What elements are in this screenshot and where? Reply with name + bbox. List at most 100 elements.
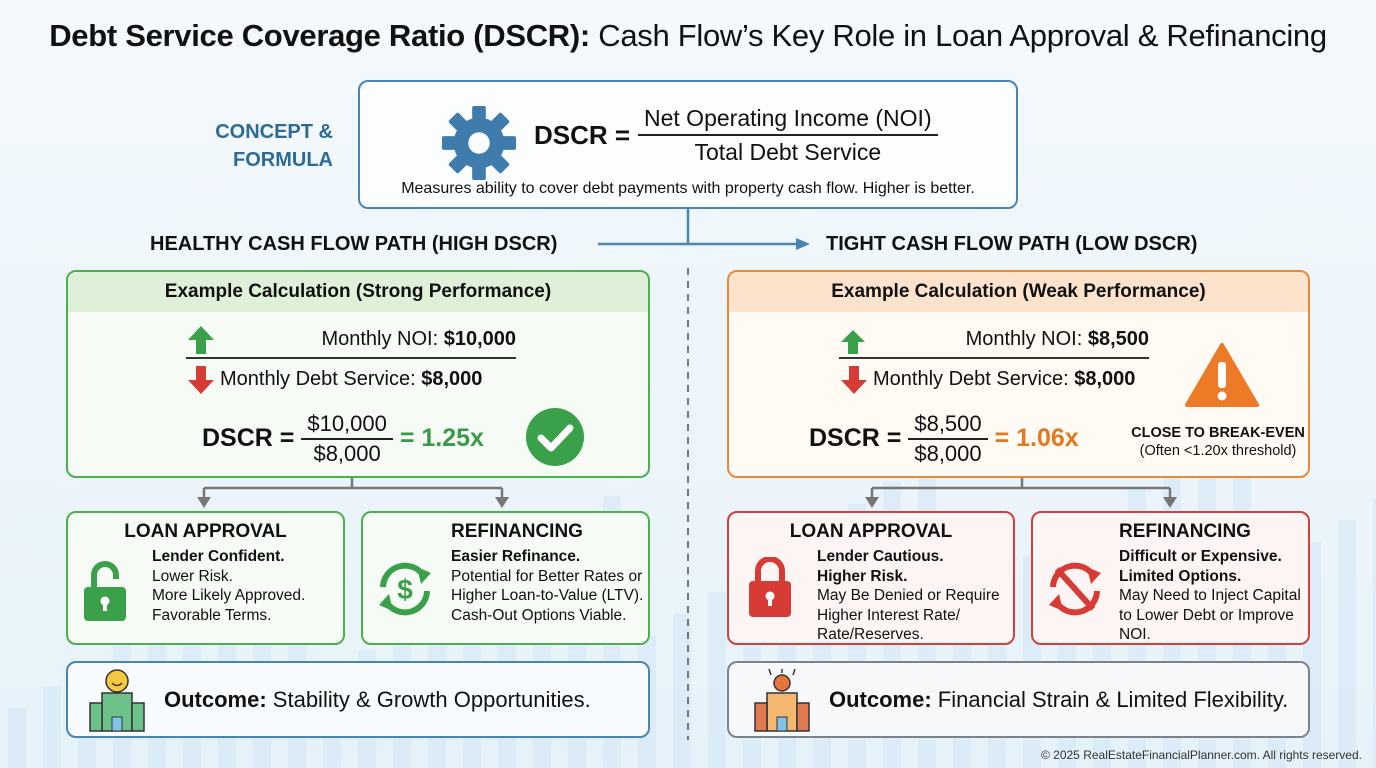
formula-lhs: DSCR = xyxy=(534,120,631,150)
break-even-note: CLOSE TO BREAK-EVEN (Often <1.20x thresho… xyxy=(1125,424,1311,460)
warning-title: CLOSE TO BREAK-EVEN xyxy=(1131,425,1305,441)
line: Favorable Terms. xyxy=(152,606,272,624)
noi-label: Monthly NOI: xyxy=(965,328,1088,350)
noi-label: Monthly NOI: xyxy=(321,328,444,350)
checkmark-icon xyxy=(526,408,584,466)
line: Potential for Better Rates or xyxy=(451,567,643,585)
dscr-fraction: $10,000$8,000 xyxy=(301,410,393,468)
debt-value: $8,000 xyxy=(1074,368,1136,390)
tight-noi: Monthly NOI: $8,500 xyxy=(839,328,1149,359)
stressed-building-icon xyxy=(754,669,810,732)
healthy-noi: Monthly NOI: $10,000 xyxy=(186,328,516,359)
background-bar xyxy=(1373,498,1376,768)
line: More Likely Approved. xyxy=(152,587,306,604)
warning-icon xyxy=(1185,343,1259,407)
line: Rate/Reserves. xyxy=(817,626,924,643)
arrow-down-icon xyxy=(841,366,867,394)
formula-box: DSCR = Net Operating Income (NOI) Total … xyxy=(358,80,1018,209)
background-bar xyxy=(673,614,691,768)
line: to Lower Debt or Improve xyxy=(1119,606,1294,624)
concept-label-2: FORMULA xyxy=(233,149,333,171)
svg-text:$: $ xyxy=(397,574,413,605)
box-text: Easier Refinance. Potential for Better Ra… xyxy=(451,547,643,625)
healthy-outcome-box: Outcome: Stability & Growth Opportunitie… xyxy=(66,661,650,738)
healthy-loan-approval-box: LOAN APPROVAL Lender Confident. Lower Ris… xyxy=(66,511,345,645)
formula-fraction: Net Operating Income (NOI) Total Debt Se… xyxy=(638,102,938,168)
tight-calc-header: Example Calculation (Weak Performance) xyxy=(729,272,1308,312)
box-title: LOAN APPROVAL xyxy=(124,521,287,542)
line: Difficult or Expensive. xyxy=(1119,548,1282,565)
formula-description: Measures ability to cover debt payments … xyxy=(401,180,975,197)
line: May Be Denied or Require xyxy=(817,587,1000,604)
tight-path-label: TIGHT CASH FLOW PATH (LOW DSCR) xyxy=(826,233,1198,255)
background-bar xyxy=(1338,520,1356,768)
healthy-calc-header: Example Calculation (Strong Performance) xyxy=(68,272,648,312)
healthy-calculation-box: Example Calculation (Strong Performance)… xyxy=(66,270,650,478)
background-bar xyxy=(43,686,61,768)
line: Limited Options. xyxy=(1119,567,1242,585)
healthy-outcome-text: Outcome: Stability & Growth Opportunitie… xyxy=(164,687,591,713)
line: Higher Loan-to-Value (LTV). xyxy=(451,587,644,604)
line: Higher Risk. xyxy=(817,567,908,585)
title-rest: Cash Flow’s Key Role in Loan Approval & … xyxy=(589,18,1327,53)
healthy-dscr-calc: DSCR = $10,000$8,000 = 1.25x xyxy=(202,408,484,468)
tight-dscr-calc: DSCR = $8,500$8,000 = 1.06x xyxy=(809,408,1079,468)
arrow-up-icon xyxy=(188,326,214,354)
noi-value: $10,000 xyxy=(443,328,516,350)
refinance-cycle-dollar-icon: $ xyxy=(379,562,431,616)
line: Cash-Out Options Viable. xyxy=(451,606,627,624)
debt-value: $8,000 xyxy=(421,368,483,390)
warning-sub: (Often <1.20x threshold) xyxy=(1139,443,1297,459)
title-bold: Debt Service Coverage Ratio (DSCR): xyxy=(49,18,590,53)
tight-calculation-box: Example Calculation (Weak Performance) M… xyxy=(727,270,1310,478)
blocked-refinance-icon xyxy=(1049,562,1101,616)
concept-label-1: CONCEPT & xyxy=(215,121,333,143)
dscr-num: $10,000 xyxy=(301,410,393,441)
unlocked-padlock-icon xyxy=(84,561,126,621)
background-bar xyxy=(8,708,26,768)
dscr-result: = 1.06x xyxy=(994,424,1079,452)
noi-value: $8,500 xyxy=(1087,328,1149,350)
page-title: Debt Service Coverage Ratio (DSCR): Cash… xyxy=(0,18,1376,54)
debt-label: Monthly Debt Service: xyxy=(873,368,1075,390)
box-text: Difficult or Expensive. Limited Options. M… xyxy=(1119,547,1301,645)
concept-label: CONCEPT & FORMULA xyxy=(180,118,333,174)
gear-icon xyxy=(441,105,517,181)
tight-debt: Monthly Debt Service: $8,000 xyxy=(873,368,1135,391)
outcome-value: Stability & Growth Opportunities. xyxy=(266,687,591,712)
healthy-debt: Monthly Debt Service: $8,000 xyxy=(220,368,482,391)
dscr-den: $8,000 xyxy=(313,441,381,467)
healthy-path-label: HEALTHY CASH FLOW PATH (HIGH DSCR) xyxy=(150,233,558,255)
dscr-result: = 1.25x xyxy=(399,424,484,452)
box-title: REFINANCING xyxy=(1119,521,1251,542)
box-text: Lender Confident. Lower Risk. More Likely … xyxy=(152,547,305,625)
box-text: Lender Cautious. Higher Risk. May Be Denie… xyxy=(817,547,1000,645)
box-title: LOAN APPROVAL xyxy=(789,521,953,542)
outcome-label: Outcome: xyxy=(829,687,932,712)
tight-outcome-box: Outcome: Financial Strain & Limited Flex… xyxy=(727,661,1310,738)
dscr-lhs: DSCR = xyxy=(202,424,295,452)
arrow-up-icon xyxy=(841,330,865,354)
arrow-down-icon xyxy=(188,366,214,394)
line: Higher Interest Rate/ xyxy=(817,606,961,624)
tight-loan-approval-box: LOAN APPROVAL Lender Cautious. Higher Ris… xyxy=(727,511,1015,645)
line: May Need to Inject Capital xyxy=(1119,587,1301,604)
dscr-num: $8,500 xyxy=(908,410,988,441)
tight-outcome-text: Outcome: Financial Strain & Limited Flex… xyxy=(829,687,1288,713)
happy-building-icon xyxy=(89,669,145,732)
formula-numerator: Net Operating Income (NOI) xyxy=(638,102,938,136)
box-title: REFINANCING xyxy=(451,521,583,542)
locked-padlock-icon xyxy=(749,557,791,617)
line: Easier Refinance. xyxy=(451,548,581,565)
dscr-den: $8,000 xyxy=(914,441,982,467)
copyright: © 2025 RealEstateFinancialPlanner.com. A… xyxy=(1040,748,1362,762)
line: Lower Risk. xyxy=(152,567,233,585)
line: Lender Cautious. xyxy=(817,548,944,565)
dscr-fraction: $8,500$8,000 xyxy=(908,410,988,468)
line: Lender Confident. xyxy=(152,548,285,565)
healthy-refinancing-box: REFINANCING $ Easier Refinance. Potential… xyxy=(361,511,650,645)
outcome-value: Financial Strain & Limited Flexibility. xyxy=(931,687,1289,712)
debt-label: Monthly Debt Service: xyxy=(220,368,422,390)
outcome-label: Outcome: xyxy=(164,687,267,712)
